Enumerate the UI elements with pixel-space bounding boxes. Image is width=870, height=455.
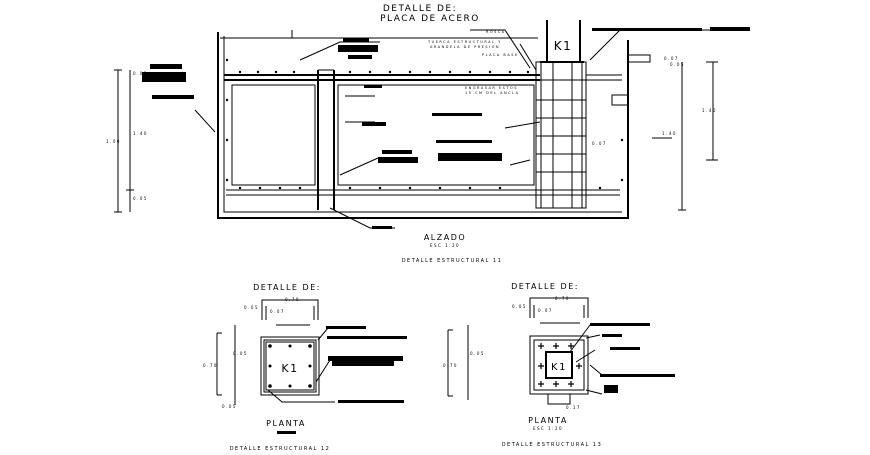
dim-right-outer: 1.40 xyxy=(702,108,717,113)
planta-13-detail: DETALLE DE: 0.70 0.05 0.07 K1 0.70 0.05 … xyxy=(443,282,675,448)
dim-right-inner: 1.40 xyxy=(662,131,677,136)
dim-bottom: 0.17 xyxy=(566,405,581,410)
dim-left: 0.70 xyxy=(203,363,218,368)
pedestal-outline xyxy=(529,335,589,395)
planta12-title: DETALLE DE: xyxy=(253,283,321,292)
caption-detalle-12: DETALLE ESTRUCTURAL 12 xyxy=(230,446,331,452)
dim-left: 0.70 xyxy=(443,363,458,368)
bottom-rebar xyxy=(226,189,620,196)
dim-b: 0.07 xyxy=(538,308,553,313)
dim-left-inner: 1.40 xyxy=(133,131,148,136)
label-engrasar-line2: 15 CM DEL ANCLA xyxy=(465,91,520,95)
column-k1-label: K1 xyxy=(281,362,298,375)
dim-top: 0.70 xyxy=(285,297,300,302)
column-k1 xyxy=(545,351,573,379)
dim-right-mid: 0.07 xyxy=(592,141,607,146)
dim-top: 0.70 xyxy=(555,296,570,301)
label-placa-base: PLACA BASE xyxy=(482,53,519,57)
dim-left-top: 0.05 xyxy=(133,71,148,76)
top-dims xyxy=(529,297,589,324)
alzado-detail: DETALLE DE: PLACA DE ACERO K1 xyxy=(106,4,750,264)
top-dims xyxy=(261,299,319,326)
rebar-dots xyxy=(225,58,624,190)
dim-left-bottom: 0.05 xyxy=(133,196,148,201)
scale-planta13: ESC 1:20 xyxy=(533,426,563,431)
footing-outline xyxy=(217,32,629,219)
caption-detalle-13: DETALLE ESTRUCTURAL 13 xyxy=(502,442,603,448)
label-engrasar-line1: ENGRASAR ESTOS xyxy=(465,86,518,90)
rebar-dots xyxy=(268,344,312,388)
leader-lines xyxy=(194,29,740,229)
dim-c: 0.05 xyxy=(233,351,248,356)
footing-inner-line xyxy=(223,36,622,213)
dim-right xyxy=(652,61,718,211)
column-k1-label: K1 xyxy=(554,39,573,53)
label-rosca: ROSCA xyxy=(486,30,506,34)
planta-12-detail: DETALLE DE: 0.70 0.05 0.07 K1 0.70 0.05 … xyxy=(203,283,407,452)
dim-right-top2: 0.05 xyxy=(670,62,685,67)
view-name-planta13: PLANTA xyxy=(528,416,568,425)
top-beam xyxy=(224,74,540,81)
top-line xyxy=(220,30,538,39)
column-k1 xyxy=(546,20,581,62)
leader-lines xyxy=(569,324,603,395)
pedestal-cage xyxy=(535,61,587,209)
scale-alzado: ESC 1:20 xyxy=(430,243,460,248)
dim-b: 0.07 xyxy=(270,309,285,314)
label-tuerca-line1: TUERCA ESTRUCTURAL Y xyxy=(427,40,502,44)
alzado-title-line1: DETALLE DE: xyxy=(383,4,457,14)
alzado-title-line2: PLACA DE ACERO xyxy=(380,14,480,24)
dim-d: 0.05 xyxy=(222,404,237,409)
label-tuerca-line2: ARANDELA DE PRESION xyxy=(430,45,500,49)
left-dims xyxy=(216,325,236,405)
dim-left-outer: 1.00 xyxy=(106,139,121,144)
dim-right-top1: 0.07 xyxy=(664,56,679,61)
panel-right xyxy=(337,84,535,186)
view-name-alzado: ALZADO xyxy=(424,233,466,242)
dim-a: 0.05 xyxy=(244,305,259,310)
dim-left xyxy=(114,69,134,213)
anchor-bolts xyxy=(538,343,582,387)
column-k1-label: K1 xyxy=(551,362,567,373)
dim-a: 0.05 xyxy=(512,304,527,309)
view-name-planta12: PLANTA xyxy=(266,419,306,428)
left-dims xyxy=(447,325,469,400)
column-outline xyxy=(260,336,320,396)
stem-wall xyxy=(317,70,335,210)
panel-left xyxy=(231,84,316,186)
caption-detalle-11: DETALLE ESTRUCTURAL 11 xyxy=(402,258,503,264)
planta13-title: DETALLE DE: xyxy=(511,282,579,291)
dim-c: 0.05 xyxy=(470,351,485,356)
